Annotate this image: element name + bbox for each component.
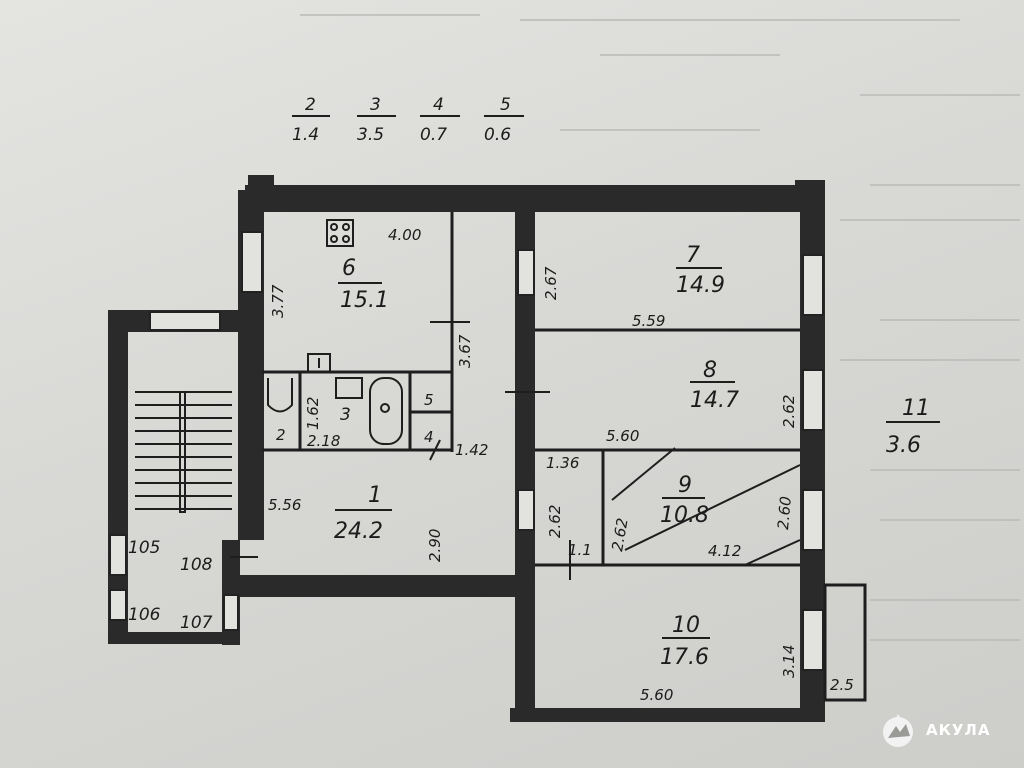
svg-text:2.62: 2.62: [546, 505, 564, 538]
svg-text:14.9: 14.9: [676, 273, 725, 298]
stove-icon: [326, 219, 354, 247]
svg-text:2.90: 2.90: [426, 529, 444, 562]
room-5-number: 5: [424, 391, 434, 409]
apartment-number: 105: [128, 538, 160, 558]
faded-background-text: [300, 14, 1020, 641]
svg-text:17.6: 17.6: [660, 645, 709, 670]
staircase: [135, 391, 232, 513]
room-7-label: 714.9: [676, 243, 725, 298]
svg-text:1.62: 1.62: [304, 397, 322, 430]
room-8-label: 814.7: [690, 358, 739, 413]
svg-text:10: 10: [672, 613, 700, 638]
apartment-number: 108: [180, 555, 213, 575]
balcony: [823, 583, 867, 702]
shark-logo-icon: [883, 714, 913, 747]
bathtub-icon: [369, 377, 403, 445]
svg-text:0.6: 0.6: [484, 125, 511, 145]
room-9-label: 910.8: [660, 473, 709, 528]
room-3-number: 3: [340, 405, 351, 425]
apartment-number: 107: [180, 613, 213, 633]
area-legend: 21.4 33.5 40.7 50.6: [292, 95, 524, 145]
svg-text:0.7: 0.7: [420, 125, 447, 145]
sink-icon: [307, 353, 331, 373]
svg-text:7: 7: [686, 243, 700, 268]
svg-text:5.59: 5.59: [632, 312, 665, 330]
dimension-balcony: 2.5: [830, 676, 854, 694]
windows: [109, 231, 824, 671]
svg-text:2: 2: [305, 95, 316, 115]
svg-text:14.7: 14.7: [690, 388, 739, 413]
legend-item-3: 33.5: [357, 95, 396, 145]
svg-text:6: 6: [342, 256, 356, 281]
room-4-number: 4: [424, 428, 434, 446]
toilet-icon: [267, 378, 293, 413]
basin-icon: [335, 377, 363, 399]
svg-text:3.14: 3.14: [780, 645, 798, 678]
svg-text:3.5: 3.5: [357, 125, 384, 145]
svg-text:4: 4: [433, 95, 444, 115]
svg-text:2.67: 2.67: [542, 266, 560, 300]
legend-item-4: 40.7: [420, 95, 460, 145]
svg-text:2.18: 2.18: [307, 432, 340, 450]
svg-text:1.36: 1.36: [546, 454, 579, 472]
svg-text:5.56: 5.56: [268, 496, 301, 514]
legend-item-2: 21.4: [292, 95, 330, 145]
svg-text:1: 1: [368, 483, 382, 508]
svg-text:11: 11: [902, 396, 930, 421]
svg-text:15.1: 15.1: [340, 288, 389, 313]
svg-text:3: 3: [370, 95, 381, 115]
partitions: [230, 212, 801, 580]
svg-text:1.4: 1.4: [292, 125, 319, 145]
svg-text:3.67: 3.67: [456, 334, 474, 368]
logo-text: АКУЛА: [926, 721, 991, 739]
svg-text:10.8: 10.8: [660, 503, 709, 528]
svg-text:5: 5: [500, 95, 511, 115]
svg-text:4.00: 4.00: [388, 226, 421, 244]
room-6-label: 615.1: [338, 256, 389, 313]
svg-text:5.60: 5.60: [640, 686, 673, 704]
svg-text:5.60: 5.60: [606, 427, 639, 445]
svg-text:1.42: 1.42: [455, 441, 488, 459]
svg-text:9: 9: [678, 473, 692, 498]
svg-text:3.6: 3.6: [886, 433, 921, 458]
room-10-label: 10 17.6: [660, 613, 710, 670]
svg-text:2.62: 2.62: [608, 517, 632, 553]
svg-text:1.1: 1.1: [568, 541, 592, 559]
watermark-logo: АКУЛА: [880, 712, 991, 748]
dimensions: 4.00 3.77 3.67 1.62 2.18 1.42 2.67 5.59 …: [268, 226, 798, 704]
svg-text:2.62: 2.62: [780, 395, 798, 428]
room-1-label: 124.2: [334, 483, 392, 544]
room-2-number: 2: [276, 426, 286, 444]
legend-item-5: 50.6: [484, 95, 524, 145]
apartment-number: 106: [128, 605, 161, 625]
svg-text:8: 8: [703, 358, 717, 383]
svg-text:4.12: 4.12: [708, 542, 741, 560]
svg-text:2.60: 2.60: [774, 496, 795, 531]
svg-text:3.77: 3.77: [269, 284, 287, 318]
svg-text:24.2: 24.2: [334, 519, 383, 544]
room-11-label: 113.6: [886, 396, 940, 458]
